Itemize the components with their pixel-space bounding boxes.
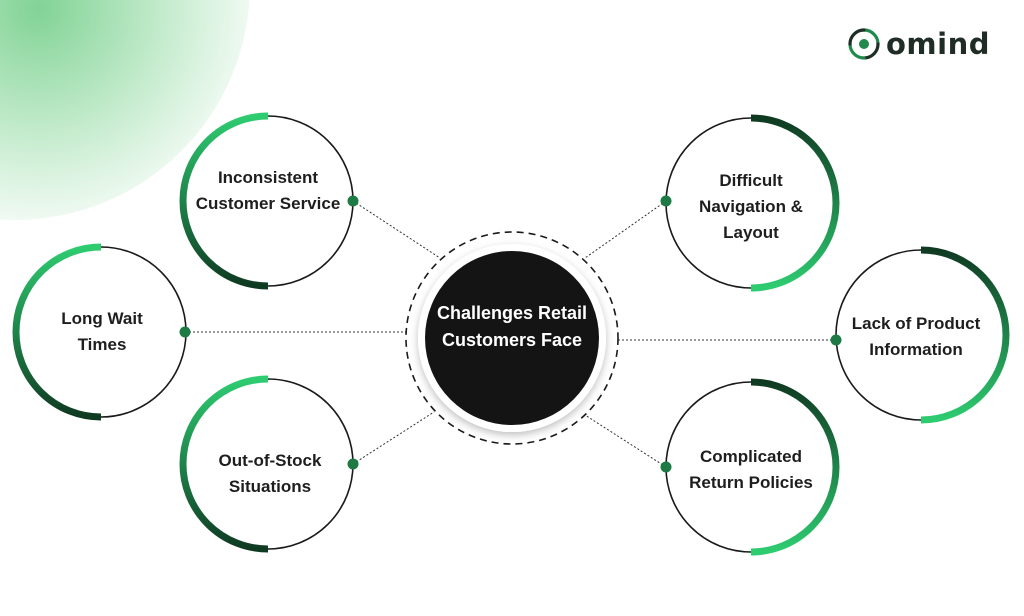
connector-line-out-of-stock: [352, 411, 435, 465]
challenge-label-inconsistent-service: Inconsistent Customer Service: [195, 168, 341, 213]
center-dashed-ring: [405, 231, 619, 445]
challenge-label-product-info: Lack of Product Information: [851, 314, 981, 359]
connector-dot: [660, 195, 672, 207]
center-black-circle: [425, 251, 599, 425]
connector-dot: [830, 334, 842, 346]
connector-dot: [660, 461, 672, 473]
challenge-label-difficult-navigation: Difficult Navigation & Layout: [699, 171, 803, 242]
brand-logo: omind: [846, 24, 990, 64]
challenge-node-product-info: [835, 246, 1010, 424]
connector-line-difficult-navigation: [584, 200, 667, 259]
connector-line-return-policies: [584, 414, 667, 468]
center-title: Challenges Retail Customers Face: [436, 303, 588, 350]
connector-line-inconsistent-service: [352, 200, 441, 259]
challenge-label-return-policies: Complicated Return Policies: [689, 447, 813, 492]
challenge-node-difficult-navigation: [665, 114, 840, 292]
challenge-label-out-of-stock: Out-of-Stock Situations: [218, 451, 322, 496]
connector-dot: [179, 326, 191, 338]
challenge-node-inconsistent-service: [179, 112, 354, 290]
challenge-label-long-wait: Long Wait Times: [61, 309, 143, 354]
brand-name: omind: [886, 27, 990, 61]
connector-dot: [347, 458, 359, 470]
connector-dot: [347, 195, 359, 207]
omind-logo-icon: [848, 28, 880, 60]
